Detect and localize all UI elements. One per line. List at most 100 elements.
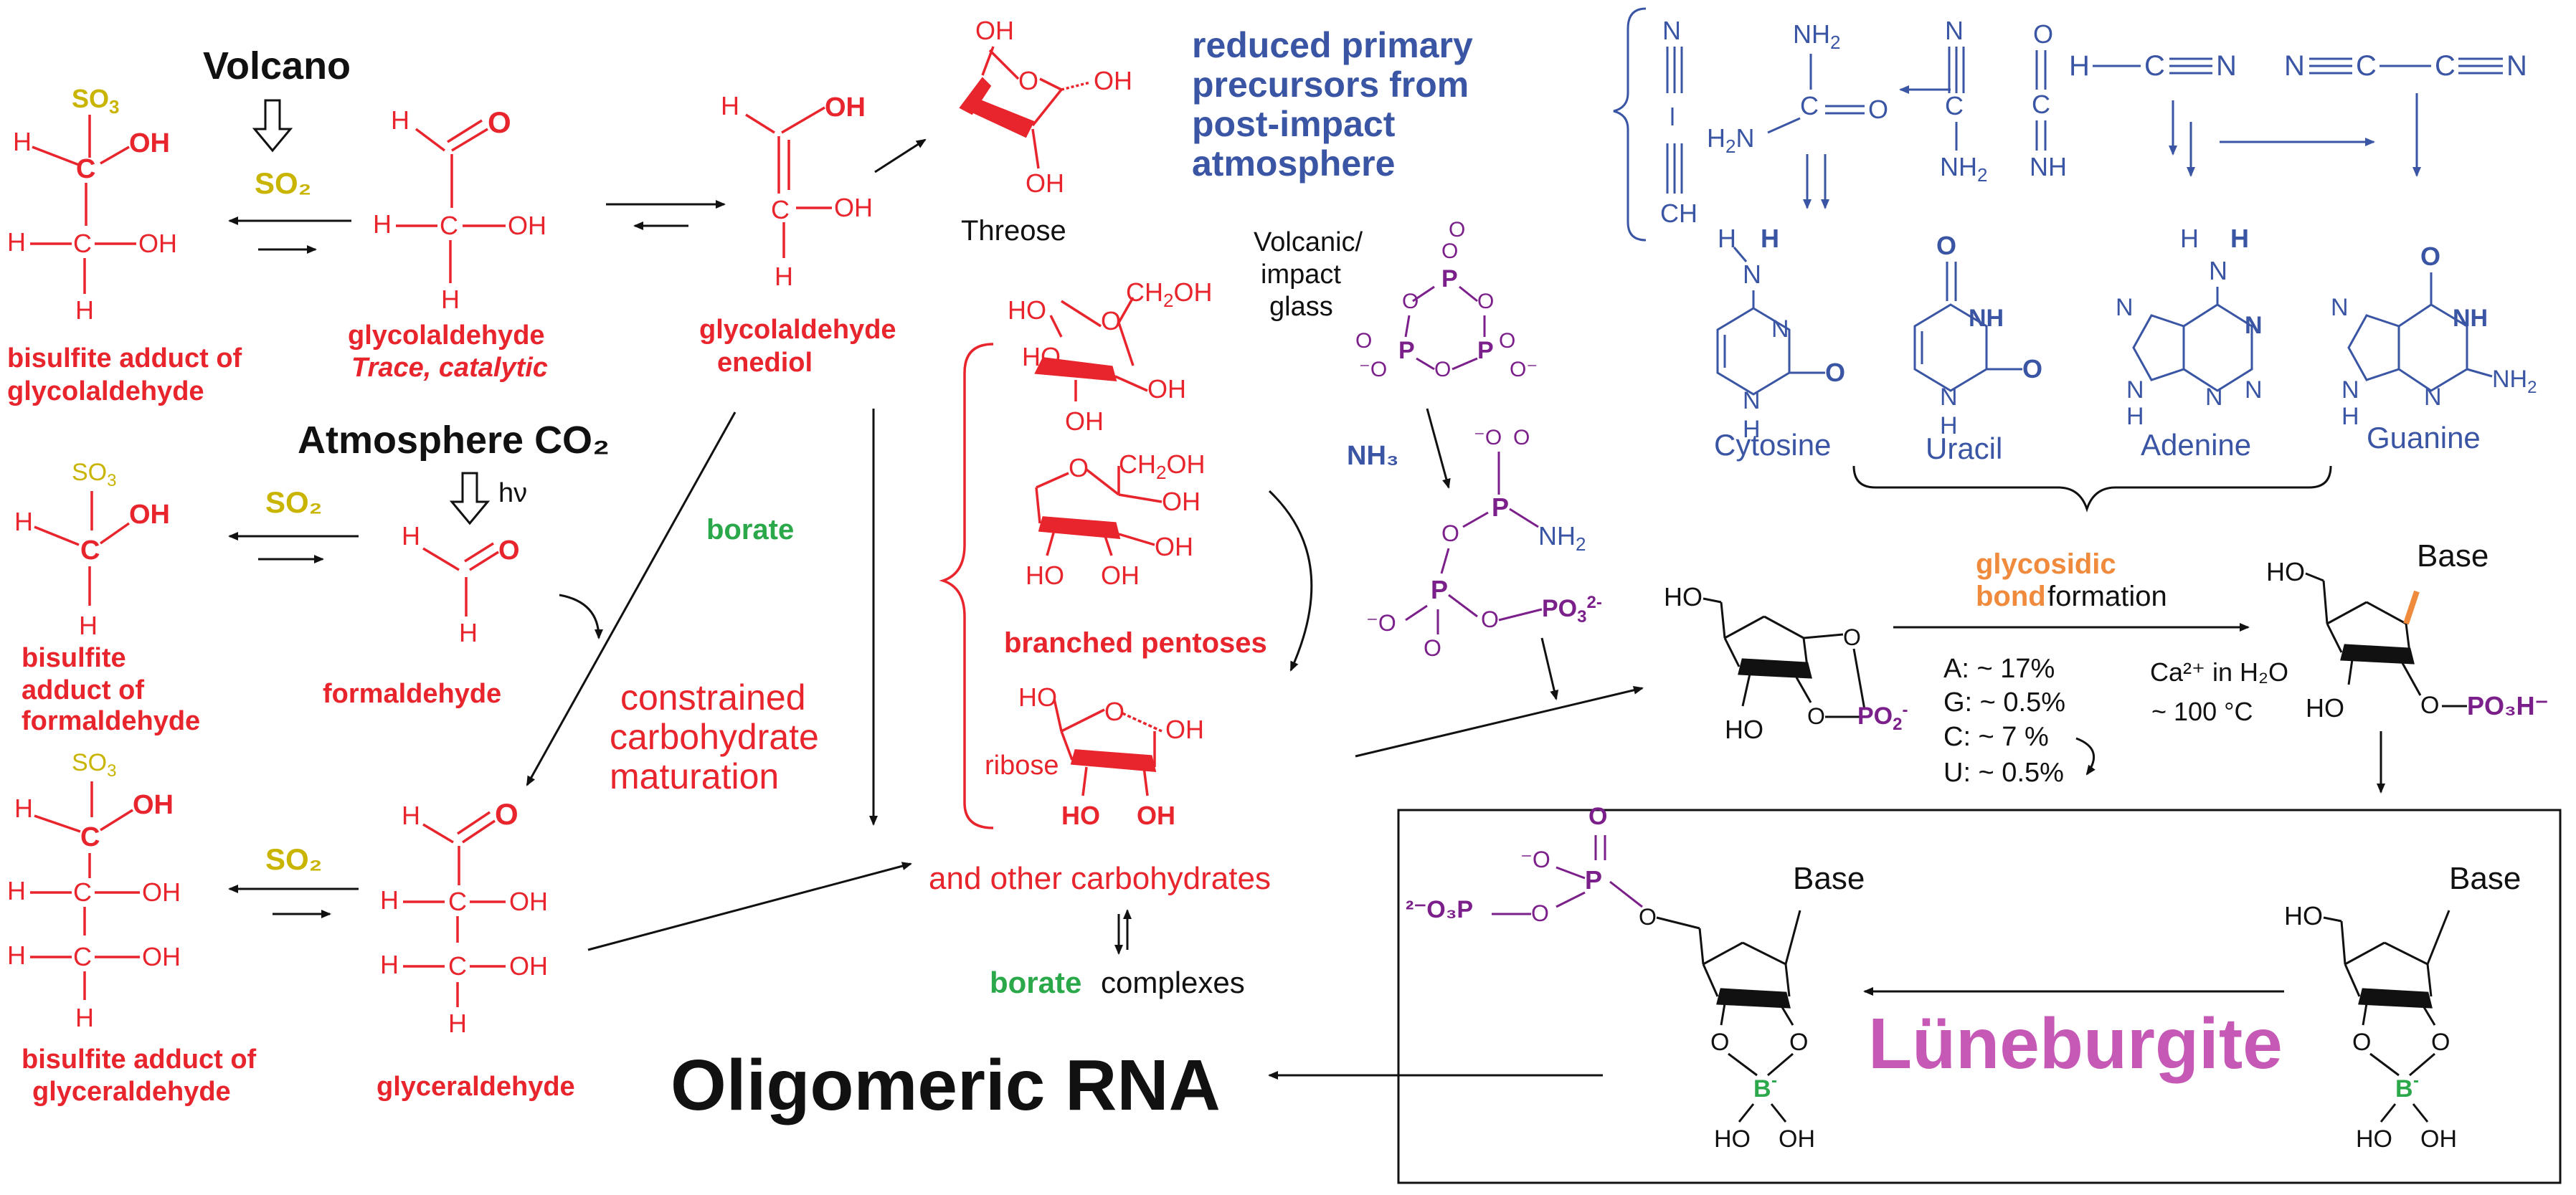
glycolaldehyde-structure: H O H C OH H (373, 105, 546, 314)
svg-text:H: H (2341, 403, 2359, 430)
borate-nucleoside-right-structure: HO Base O O B - HO OH (2284, 861, 2521, 1153)
glyceraldehyde-structure: H O H C OH H C OH H (380, 797, 548, 1038)
label-reduced-4: atmosphere (1192, 143, 1395, 184)
svg-text:O: O (1101, 306, 1121, 335)
svg-text:⁻O: ⁻O (1520, 847, 1550, 872)
co2-down-arrow (449, 472, 491, 525)
label-luneburgite: Lüneburgite (1868, 1004, 2283, 1084)
svg-text:H: H (1718, 224, 1736, 253)
svg-text:HO: HO (1725, 715, 1763, 744)
svg-text:OH: OH (1155, 532, 1193, 561)
svg-text:O: O (1639, 904, 1657, 930)
svg-text:P: P (1441, 265, 1458, 292)
svg-text:OH: OH (1779, 1125, 1815, 1153)
label-formation: formation (2047, 581, 2167, 612)
svg-text:N: N (1771, 315, 1789, 343)
svg-text:H: H (14, 507, 33, 536)
svg-text:OH: OH (129, 500, 170, 530)
label-yield-u: U: ~ 0.5% (1943, 758, 2064, 788)
guanine-structure: O N NH N NH2 N H (2331, 242, 2537, 430)
label-reduced-3: post-impact (1192, 104, 1396, 144)
svg-text:HO: HO (2266, 557, 2305, 586)
svg-text:SO3: SO3 (72, 84, 119, 118)
svg-text:O: O (1710, 1029, 1729, 1056)
svg-text:NH2: NH2 (2492, 366, 2537, 397)
svg-text:N: N (1945, 16, 1964, 45)
svg-text:H: H (402, 521, 420, 551)
svg-text:²⁻O₃P: ²⁻O₃P (1406, 896, 1473, 923)
curved-arrow-pentoses (1268, 490, 1313, 672)
svg-text:O: O (1531, 900, 1549, 926)
svg-text:H: H (7, 876, 26, 905)
label-glycosidic-1: glycosidic (1976, 548, 2116, 580)
svg-text:O: O (1018, 66, 1038, 95)
bisulfite-glyceraldehyde-structure: SO3 H C OH H C OH H C OH H (7, 749, 181, 1032)
label-reduced-2: precursors from (1192, 65, 1469, 105)
cyclic-phosphate-ribose-structure: HO O HO O PO2- (1664, 582, 1908, 744)
label-trace-catalytic: Trace, catalytic (351, 353, 548, 383)
label-volcanic-3: glass (1269, 292, 1333, 322)
label-constrained-1: constrained (620, 677, 806, 718)
nucleoside-phosphate-structure: HO Base HO O (2266, 538, 2489, 723)
svg-text:O: O (2033, 19, 2053, 49)
svg-text:NH: NH (2453, 305, 2488, 332)
svg-text:⁻O: ⁻O (1359, 358, 1387, 381)
label-constrained-2: carbohydrate (610, 717, 819, 757)
svg-text:N: N (1743, 260, 1761, 289)
label-formaldehyde: formaldehyde (323, 679, 501, 709)
svg-text:C: C (771, 195, 790, 224)
svg-text:H: H (7, 941, 26, 970)
label-ribose: ribose (985, 751, 1059, 781)
svg-text:OH: OH (1065, 406, 1104, 436)
svg-text:H: H (2069, 50, 2090, 82)
bases-brace (1852, 465, 2332, 513)
svg-text:C: C (73, 877, 92, 907)
uracil-structure: O NH O N H (1913, 231, 2042, 439)
svg-text:H: H (2126, 403, 2144, 430)
svg-text:H: H (1761, 224, 1779, 253)
branched-pentose-1-structure: HO O CH2OH HO OH OH (1008, 277, 1212, 436)
svg-text:OH: OH (138, 229, 177, 258)
svg-text:H: H (775, 262, 793, 291)
label-nh3: NH₃ (1347, 441, 1398, 471)
label-complexes: complexes (1101, 966, 1245, 999)
cytosine-structure: H H N O N N H (1716, 224, 1845, 443)
label-constrained-3: maturation (610, 756, 779, 796)
label-volcano: Volcano (203, 44, 351, 87)
svg-text:H: H (7, 227, 26, 257)
svg-text:O: O (488, 105, 511, 139)
label-atmosphere-co2: Atmosphere CO₂ (298, 419, 610, 462)
svg-text:O: O (2420, 242, 2440, 271)
svg-text:C: C (76, 154, 95, 184)
svg-text:HO: HO (1061, 801, 1100, 830)
svg-text:O⁻: O⁻ (1510, 358, 1538, 381)
svg-text:H: H (441, 285, 460, 314)
svg-text:SO3: SO3 (72, 459, 116, 490)
svg-text:CH2OH: CH2OH (1119, 449, 1205, 483)
svg-text:P: P (1477, 337, 1494, 364)
svg-text:OH: OH (975, 16, 1014, 45)
svg-text:H: H (448, 1009, 467, 1038)
svg-text:OH: OH (142, 942, 181, 971)
svg-text:O: O (1481, 606, 1499, 632)
svg-text:N: N (2245, 376, 2263, 404)
svg-text:HO: HO (1714, 1125, 1751, 1153)
svg-text:O: O (495, 797, 518, 831)
svg-text:O: O (1588, 803, 1607, 830)
label-bisulfite-formaldehyde-2: adduct of (22, 675, 144, 705)
svg-text:O: O (1434, 358, 1451, 381)
svg-text:C: C (1945, 91, 1964, 120)
bisulfite-glycolaldehyde-structure: SO3 H C OH H C OH H (7, 84, 177, 325)
svg-text:SO3: SO3 (72, 749, 116, 781)
svg-text:CH2OH: CH2OH (1126, 277, 1212, 311)
cyanogen-structure: N C C N (2284, 50, 2527, 82)
svg-text:O: O (1355, 329, 1372, 353)
svg-text:NH2: NH2 (1940, 152, 1987, 186)
label-bisulfite-glycolaldehyde-2: glycolaldehyde (7, 376, 204, 406)
label-hv: hν (498, 478, 527, 508)
svg-text:C: C (2032, 90, 2050, 119)
label-bisulfite-formaldehyde-1: bisulfite (22, 643, 126, 673)
svg-text:C: C (80, 535, 100, 566)
label-so2-a: SO₂ (255, 166, 311, 200)
